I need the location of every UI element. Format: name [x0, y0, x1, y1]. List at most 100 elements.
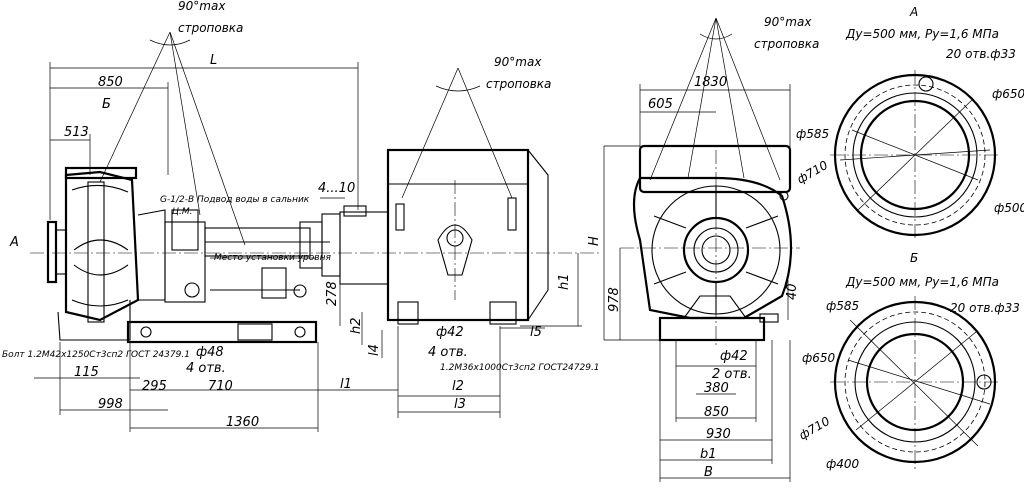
flange-a-raised-face	[852, 92, 978, 218]
dim-H: H	[587, 236, 602, 246]
seal-box	[171, 209, 199, 251]
flange-b-phi710: ф710	[797, 414, 833, 443]
dim-40: 40	[785, 283, 800, 300]
bolt-left-label: Болт 1.2М42х1250Ст3сп2 ГОСТ 24379.1	[2, 350, 190, 360]
bolt-right-label: 1.2М36х1000Ст3сп2 ГОСТ24729.1	[440, 363, 600, 373]
sling-lines-pump	[99, 31, 246, 246]
motor-foot-left	[397, 301, 419, 325]
pump-pedestal	[682, 295, 748, 319]
dim-l5: l5	[530, 325, 542, 340]
motor-terminal	[343, 205, 367, 217]
flange-a-bore	[859, 99, 971, 211]
flange-b-holes-label: 20 отв.ф33	[950, 301, 1020, 315]
motor-lift-lug-left	[395, 203, 405, 231]
volute-front	[632, 176, 793, 320]
frame-slot	[237, 323, 273, 341]
dim-978: 978	[607, 287, 622, 312]
sling-arc-2	[435, 85, 481, 92]
flange-b-bolt-circle	[844, 311, 986, 453]
volute-front-ribs	[653, 186, 779, 314]
inlet-nozzle	[55, 229, 67, 275]
level-gauge-label: Место установки уровня	[214, 253, 331, 263]
dim-phi48: ф48	[196, 345, 224, 360]
flange-b-phi400: ф400	[826, 457, 860, 471]
volute-ribs	[71, 184, 129, 307]
flange-a-leaders	[839, 99, 991, 211]
dim-295: 295	[142, 379, 167, 394]
dim-l3: l3	[454, 397, 466, 412]
flange-b-bore	[865, 332, 965, 432]
dim-710: 710	[208, 379, 233, 394]
flange-b-raised-face	[854, 321, 976, 443]
water-supply-label: G-1/2-В Подвод воды в сальник	[160, 195, 310, 205]
dim-4-holes-left: 4 отв.	[186, 361, 226, 376]
flange-a-phi710: ф710	[795, 158, 831, 187]
motor-lifting-eye	[437, 224, 473, 276]
dim-513: 513	[64, 125, 89, 140]
dim-850: 850	[98, 75, 123, 90]
motor-lift-lug-right	[507, 197, 517, 231]
dim-605: 605	[648, 97, 673, 112]
side-view: 90°max строповка 90°max строповка L 850 …	[2, 0, 600, 432]
flange-a-phi585: ф585	[796, 127, 829, 141]
flange-b-title: Ду=500 мм, Ру=1,6 МПа	[845, 275, 999, 289]
sling-angle-label-1: 90°max	[178, 0, 226, 13]
pipe-circle	[293, 284, 307, 298]
bearing-bracket	[137, 209, 166, 301]
base-frame	[126, 320, 318, 344]
level-gauge	[261, 267, 287, 299]
motor-rear-outline	[638, 144, 792, 194]
dim-l1: l1	[340, 377, 352, 392]
flange-a-view: А Ду=500 мм, Ру=1,6 МПа 20 отв.ф33 ф650 …	[795, 5, 1024, 240]
dim-L: L	[210, 53, 217, 68]
dim-4-holes-mid: 4 отв.	[428, 345, 468, 360]
dim-1360: 1360	[226, 415, 259, 430]
discharge-flange	[64, 166, 138, 180]
dim-4-10: 4...10	[318, 181, 355, 196]
front-sling-label: строповка	[754, 37, 819, 51]
coupling-half	[321, 213, 341, 277]
flange-b-phi585: ф585	[826, 299, 859, 313]
view-a-marker: А	[9, 235, 19, 250]
flange-a-view-label: А	[909, 5, 918, 19]
dim-278: 278	[325, 281, 340, 306]
dim-phi42-right: ф42	[720, 349, 748, 364]
dim-phi42-mid: ф42	[436, 325, 464, 340]
flange-a-bolt-circle	[844, 84, 986, 226]
sling-arc-1	[149, 39, 191, 46]
flange-b-outer	[833, 300, 997, 464]
motor-flange	[339, 211, 389, 285]
flange-b-bolt-hole	[976, 374, 992, 390]
dim-h1: h1	[557, 273, 572, 290]
motor-foot-right	[489, 301, 517, 325]
view-b-marker: Б	[102, 97, 111, 112]
front-view: 90°max строповка 1830 605 H 978 40 ф42 2…	[587, 15, 819, 482]
anchor-hole-1	[140, 326, 152, 338]
flange-a-phi650: ф650	[992, 87, 1024, 101]
motor-body	[386, 148, 530, 322]
front-base	[658, 316, 766, 342]
front-dim-lines	[603, 84, 791, 482]
flange-b-phi650: ф650	[802, 351, 836, 365]
pump-flange-band	[87, 181, 105, 323]
vent-plug	[779, 191, 789, 201]
cm-label: Ц.М.	[172, 207, 192, 217]
flange-a-outer	[833, 73, 997, 237]
dim-2-holes: 2 отв.	[712, 367, 752, 382]
anchor-hole-2	[294, 326, 306, 338]
flange-b-leaders	[847, 319, 991, 447]
sling-label-1: строповка	[178, 21, 243, 35]
front-sling-lines	[649, 17, 781, 181]
drain-circle	[184, 282, 200, 298]
front-foot	[759, 313, 779, 323]
dim-930: 930	[706, 427, 731, 442]
dim-380: 380	[704, 381, 729, 396]
sling-label-2: строповка	[486, 77, 551, 91]
pump-stand	[57, 300, 131, 341]
dim-850-right: 850	[704, 405, 729, 420]
dim-h2: h2	[349, 317, 364, 334]
dim-1830: 1830	[694, 75, 727, 90]
flange-a-phi500: ф500	[994, 201, 1024, 215]
flange-a-title: Ду=500 мм, Ру=1,6 МПа	[845, 27, 999, 41]
